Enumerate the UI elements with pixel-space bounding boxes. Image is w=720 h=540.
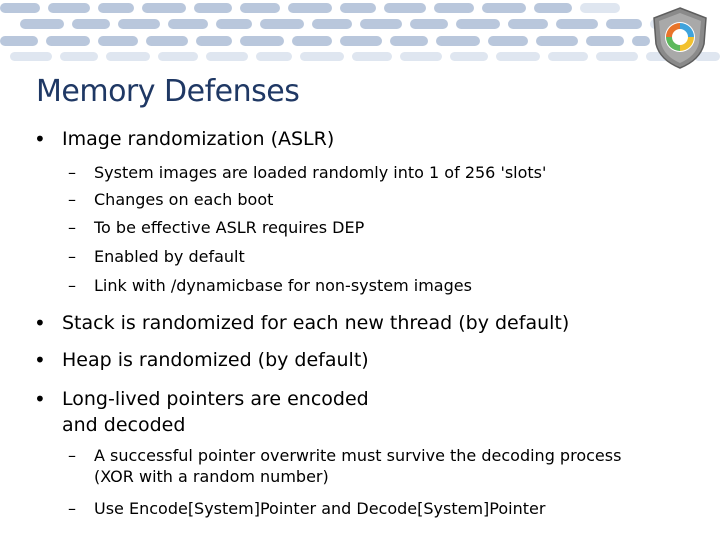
- sub-bullet-text: To be effective ASLR requires DEP: [94, 218, 365, 237]
- sub-bullet-text: System images are loaded randomly into 1…: [94, 163, 547, 182]
- dash-icon: –: [68, 276, 76, 295]
- sub-bullet-requires-dep: – To be effective ASLR requires DEP: [68, 217, 365, 238]
- sub-bullet-changes-boot: – Changes on each boot: [68, 189, 274, 210]
- sub-bullet-text: Link with /dynamicbase for non-system im…: [94, 276, 472, 295]
- bullet-text-line2: and decoded: [62, 414, 186, 436]
- sub-bullet-text-line2: (XOR with a random number): [94, 467, 329, 486]
- bullet-stack: • Stack is randomized for each new threa…: [34, 310, 570, 336]
- bullet-text: Heap is randomized (by default): [62, 349, 369, 371]
- sub-bullet-overwrite: – A successful pointer overwrite must su…: [68, 445, 622, 487]
- dash-icon: –: [68, 247, 76, 266]
- sub-bullet-text: Enabled by default: [94, 247, 245, 266]
- bullet-text: Image randomization (ASLR): [62, 128, 335, 150]
- bullet-heap: • Heap is randomized (by default): [34, 347, 369, 373]
- bullet-text-line1: Long-lived pointers are encoded: [62, 388, 369, 410]
- bullet-icon: •: [34, 348, 46, 372]
- sub-bullet-system-images: – System images are loaded randomly into…: [68, 162, 547, 183]
- slide-title: Memory Defenses: [36, 74, 300, 109]
- dash-icon: –: [68, 190, 76, 209]
- dash-icon: –: [68, 499, 76, 518]
- sub-bullet-text-line1: A successful pointer overwrite must surv…: [94, 446, 622, 465]
- bullet-icon: •: [34, 127, 46, 151]
- bullet-pointers: • Long-lived pointers are encoded and de…: [34, 386, 369, 438]
- sub-bullet-encode-pointer: – Use Encode[System]Pointer and Decode[S…: [68, 498, 546, 519]
- shield-logo-icon: [653, 7, 707, 69]
- sub-bullet-text: Changes on each boot: [94, 190, 274, 209]
- bullet-aslr: • Image randomization (ASLR): [34, 126, 335, 152]
- header-decoration: [0, 3, 720, 61]
- dash-icon: –: [68, 218, 76, 237]
- sub-bullet-text: Use Encode[System]Pointer and Decode[Sys…: [94, 499, 546, 518]
- dash-icon: –: [68, 446, 76, 465]
- sub-bullet-enabled-default: – Enabled by default: [68, 246, 245, 267]
- sub-bullet-dynamicbase: – Link with /dynamicbase for non-system …: [68, 275, 472, 296]
- bullet-text: Stack is randomized for each new thread …: [62, 312, 570, 334]
- bullet-icon: •: [34, 311, 46, 335]
- dash-icon: –: [68, 163, 76, 182]
- bullet-icon: •: [34, 387, 46, 411]
